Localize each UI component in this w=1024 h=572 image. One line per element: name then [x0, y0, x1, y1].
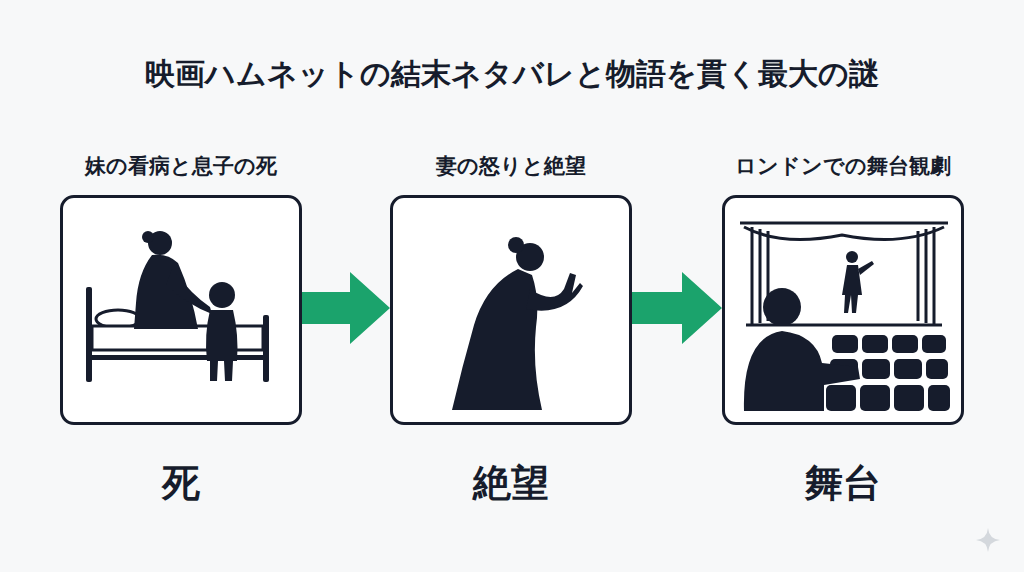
step-keyword: 舞台 — [682, 458, 1004, 508]
grieving-woman-illustration — [390, 195, 632, 425]
step-node: ロンドンでの舞台観劇舞台 — [722, 150, 964, 510]
sparkle-watermark — [976, 528, 1000, 552]
step-heading: 妹の看病と息子の死 — [20, 150, 342, 182]
step-heading: 妻の怒りと絶望 — [350, 150, 672, 182]
flow-arrow — [632, 272, 722, 344]
sickbed-illustration — [60, 195, 302, 425]
step-keyword: 死 — [20, 458, 342, 508]
diagram-title: 映画ハムネットの結末ネタバレと物語を貫く最大の謎 — [0, 52, 1024, 96]
step-heading: ロンドンでの舞台観劇 — [682, 150, 1004, 182]
flow-arrow — [302, 272, 390, 344]
theatre-illustration — [722, 195, 964, 425]
step-keyword: 絶望 — [350, 458, 672, 508]
